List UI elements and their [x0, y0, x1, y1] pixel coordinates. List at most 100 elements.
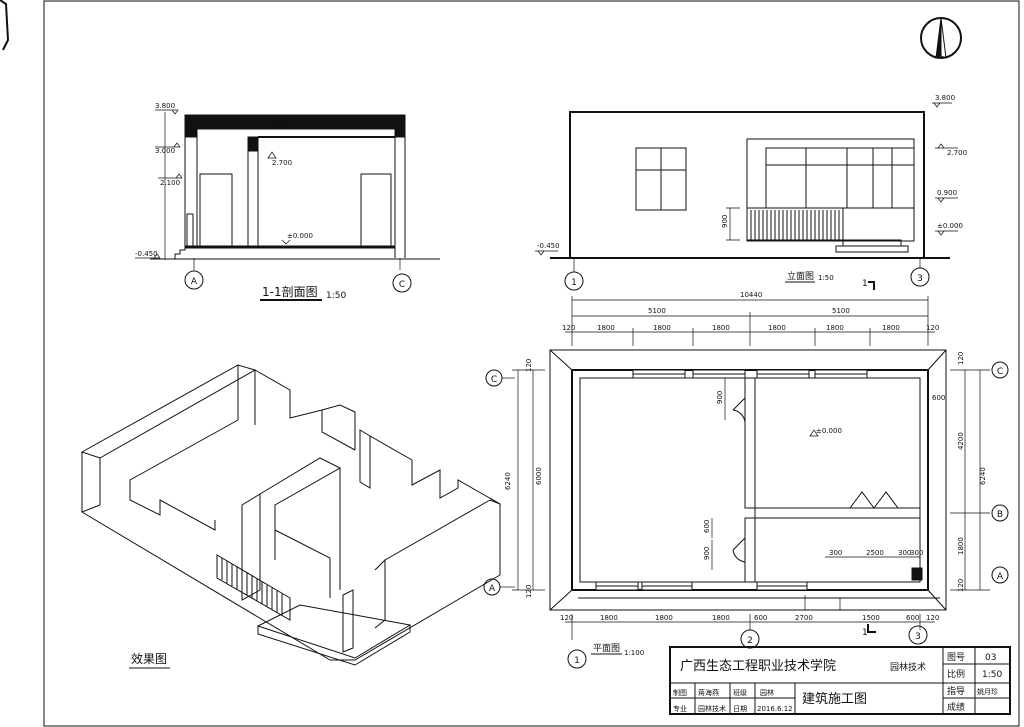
- title-advisor-label: 指导: [947, 685, 965, 697]
- section-level-1: 3.800: [155, 102, 175, 110]
- svg-text:A: A: [997, 572, 1004, 582]
- elevation-level-1: 3.800: [935, 94, 955, 102]
- svg-text:3: 3: [915, 632, 921, 642]
- title-scale: 1:50: [982, 670, 1002, 680]
- elevation-title: 立面图: [787, 270, 814, 282]
- binding-mark: [0, 0, 10, 51]
- elevation-level-3: 0.900: [937, 189, 957, 197]
- title-class: 园林: [760, 688, 774, 697]
- plan-dim-bottom-2: 1800: [600, 614, 618, 622]
- section-drawing: [150, 112, 440, 270]
- plan-dim-right-600: 600: [932, 394, 945, 402]
- plan-dim-inner-4: 300: [829, 549, 842, 557]
- plan-drawing: [549, 349, 947, 611]
- elevation-dim-900: 900: [721, 215, 729, 228]
- section-level-3: 2.100: [160, 179, 180, 187]
- plan-dim-top-1: 120: [562, 324, 575, 332]
- svg-text:2: 2: [747, 636, 753, 646]
- plan-right-dims: 6240 4200 1800 120 120 600: [932, 352, 990, 592]
- section-axis-c-label: C: [399, 280, 405, 290]
- plan-top-dims: 10440 5100 5100 120 1800 1800 1800 1800 …: [562, 291, 939, 346]
- plan-dim-left-inner: 6000: [535, 467, 543, 485]
- plan-dim-right-bottom: 120: [957, 579, 965, 592]
- title-major: 园林技术: [698, 704, 726, 713]
- title-school: 广西生态工程职业技术学院: [680, 658, 836, 674]
- elevation-level-4: ±0.000: [937, 222, 963, 230]
- plan-axis-a-right: A: [991, 566, 1009, 584]
- elevation-level-5: -0.450: [537, 242, 560, 250]
- plan-dim-top-7: 1800: [882, 324, 900, 332]
- svg-text:1: 1: [862, 628, 868, 638]
- title-grade-label: 成绩: [947, 701, 965, 713]
- plan-inner-dims: 900 600 900 300 2500 300 300: [703, 378, 923, 570]
- title-major-label: 专业: [673, 704, 687, 713]
- plan-dim-right-total: 6240: [979, 467, 987, 485]
- plan-scale: 1:100: [624, 649, 644, 657]
- plan-axis-3: 3: [908, 625, 928, 645]
- title-drawing-name: 建筑施工图: [802, 691, 867, 707]
- svg-text:B: B: [997, 510, 1003, 520]
- section-level-2: 3.000: [155, 147, 175, 155]
- title-class-label: 班级: [733, 688, 747, 697]
- section-axis-a-label: A: [191, 277, 198, 287]
- plan-axis-a-left: A: [483, 578, 515, 596]
- plan-floor-level: ±0.000: [809, 427, 842, 437]
- elevation-scale: 1:50: [818, 274, 834, 282]
- sheet-border: [43, 0, 1020, 727]
- plan-dim-top-4: 1800: [712, 324, 730, 332]
- elevation-axis-3-label: 3: [917, 274, 923, 284]
- svg-text:1: 1: [862, 279, 868, 289]
- plan-dim-bottom-7: 1500: [862, 614, 880, 622]
- plan-dim-top-6: 1800: [826, 324, 844, 332]
- svg-text:C: C: [997, 367, 1003, 377]
- plan-left-dims: 6240 6000 120 120: [504, 359, 545, 598]
- plan-axis-c-right: C: [991, 361, 1009, 379]
- section-level-4: -0.450: [135, 250, 158, 258]
- title-sheet-no-label: 图号: [947, 652, 965, 663]
- plan-dim-inner-3: 900: [703, 547, 711, 560]
- plan-dim-top-2: 1800: [597, 324, 615, 332]
- plan-axis-b-right: B: [991, 504, 1009, 522]
- plan-dim-bottom-3: 1800: [655, 614, 673, 622]
- axon-title: 效果图: [131, 651, 167, 666]
- plan-dim-top-5: 1800: [768, 324, 786, 332]
- elevation-drawing: [550, 111, 950, 272]
- title-date: 2016.6.12: [757, 705, 793, 713]
- elevation-axis-3: 3: [910, 267, 930, 287]
- plan-dim-top-half-2: 5100: [832, 307, 850, 315]
- plan-dim-bottom-1: 120: [560, 614, 573, 622]
- plan-dim-inner-6: 300: [898, 549, 911, 557]
- section-axis-a: A: [184, 270, 204, 290]
- elevation-axis-1: 1: [564, 271, 584, 291]
- plan-title: 平面图: [593, 643, 620, 654]
- plan-dim-total: 10440: [740, 291, 762, 299]
- plan-dim-bottom-6: 2700: [795, 614, 813, 622]
- plan-dim-bottom-8: 600: [906, 614, 919, 622]
- plan-section-mark: 1: [862, 624, 876, 638]
- plan-bottom-dims: 120 1800 1800 1800 600 2700 1500 600 120: [560, 614, 939, 640]
- plan-dim-inner-2: 600: [703, 520, 711, 533]
- plan-dim-top-3: 1800: [653, 324, 671, 332]
- plan-dim-bottom-5: 600: [754, 614, 767, 622]
- title-drawn-label: 制图: [673, 688, 687, 697]
- plan-dim-left-total: 6240: [504, 472, 512, 490]
- plan-dim-top-half-1: 5100: [648, 307, 666, 315]
- title-scale-label: 比例: [947, 668, 965, 680]
- plan-dim-right-lower: 1800: [957, 537, 965, 555]
- elevation-level-marks: 3.800 2.700 0.900 ±0.000 -0.450 900: [535, 94, 967, 256]
- north-arrow: [920, 17, 962, 59]
- plan-dim-left-bottom: 120: [525, 585, 533, 598]
- section-level-marks: 3.800 3.000 2.100 -0.450 3.300 2.700 ±0.…: [135, 102, 313, 259]
- section-scale: 1:50: [326, 291, 346, 301]
- section-axis-c: C: [392, 273, 412, 293]
- title-drawn-by: 蒋海燕: [698, 688, 719, 697]
- svg-text:±0.000: ±0.000: [816, 427, 842, 435]
- plan-axis-2: 2: [740, 629, 760, 649]
- plan-dim-inner-7: 300: [910, 549, 923, 557]
- svg-text:C: C: [491, 375, 497, 385]
- svg-text:A: A: [489, 584, 496, 594]
- plan-axis-c-left: C: [485, 369, 515, 387]
- svg-text:1: 1: [574, 656, 580, 666]
- section-title: 1-1剖面图: [262, 285, 318, 299]
